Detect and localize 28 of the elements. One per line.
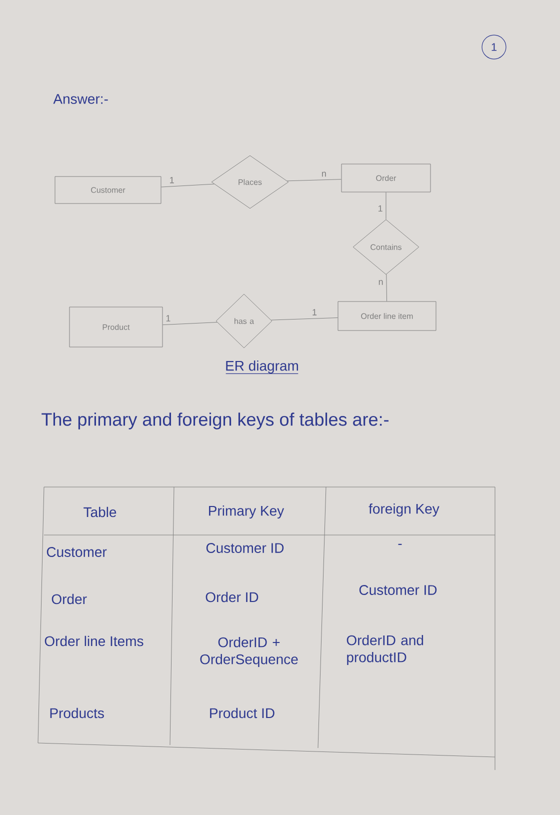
entity-box: Product (69, 306, 163, 348)
heading: Answer:- (53, 94, 108, 104)
page-number: 1 (482, 34, 506, 60)
table-entry: - (398, 544, 402, 545)
connector-line (286, 179, 342, 182)
caption: ER diagram (226, 360, 298, 374)
cardinality-label: 1 (164, 314, 172, 322)
column-header: Table (84, 506, 116, 518)
table-entry: Order ID (206, 592, 258, 602)
table-entry: OrderID + OrderSequence (200, 636, 298, 668)
connector-line (162, 322, 218, 326)
entity-box: Customer (54, 176, 162, 204)
table-entry: Products (50, 708, 104, 718)
table-entry: Customer ID (206, 543, 284, 553)
entity-box: Order line item (338, 301, 436, 331)
column-header: Primary Key (209, 505, 284, 519)
table-entry: Product ID (210, 708, 274, 718)
table-entry: Customer (46, 547, 107, 557)
table-entry: Order (52, 594, 87, 604)
table-entry: OrderID and productID (346, 634, 424, 666)
entity-box: Order (341, 164, 431, 192)
connector-line (271, 317, 338, 320)
body-text: The primary and foreign keys of tables are:- (42, 412, 388, 430)
connector-line (386, 274, 388, 302)
connector-line (161, 184, 214, 188)
column-header: foreign Key (368, 503, 440, 517)
table-entry: Order line Items (44, 636, 144, 646)
table-entry: Customer ID (359, 585, 437, 595)
